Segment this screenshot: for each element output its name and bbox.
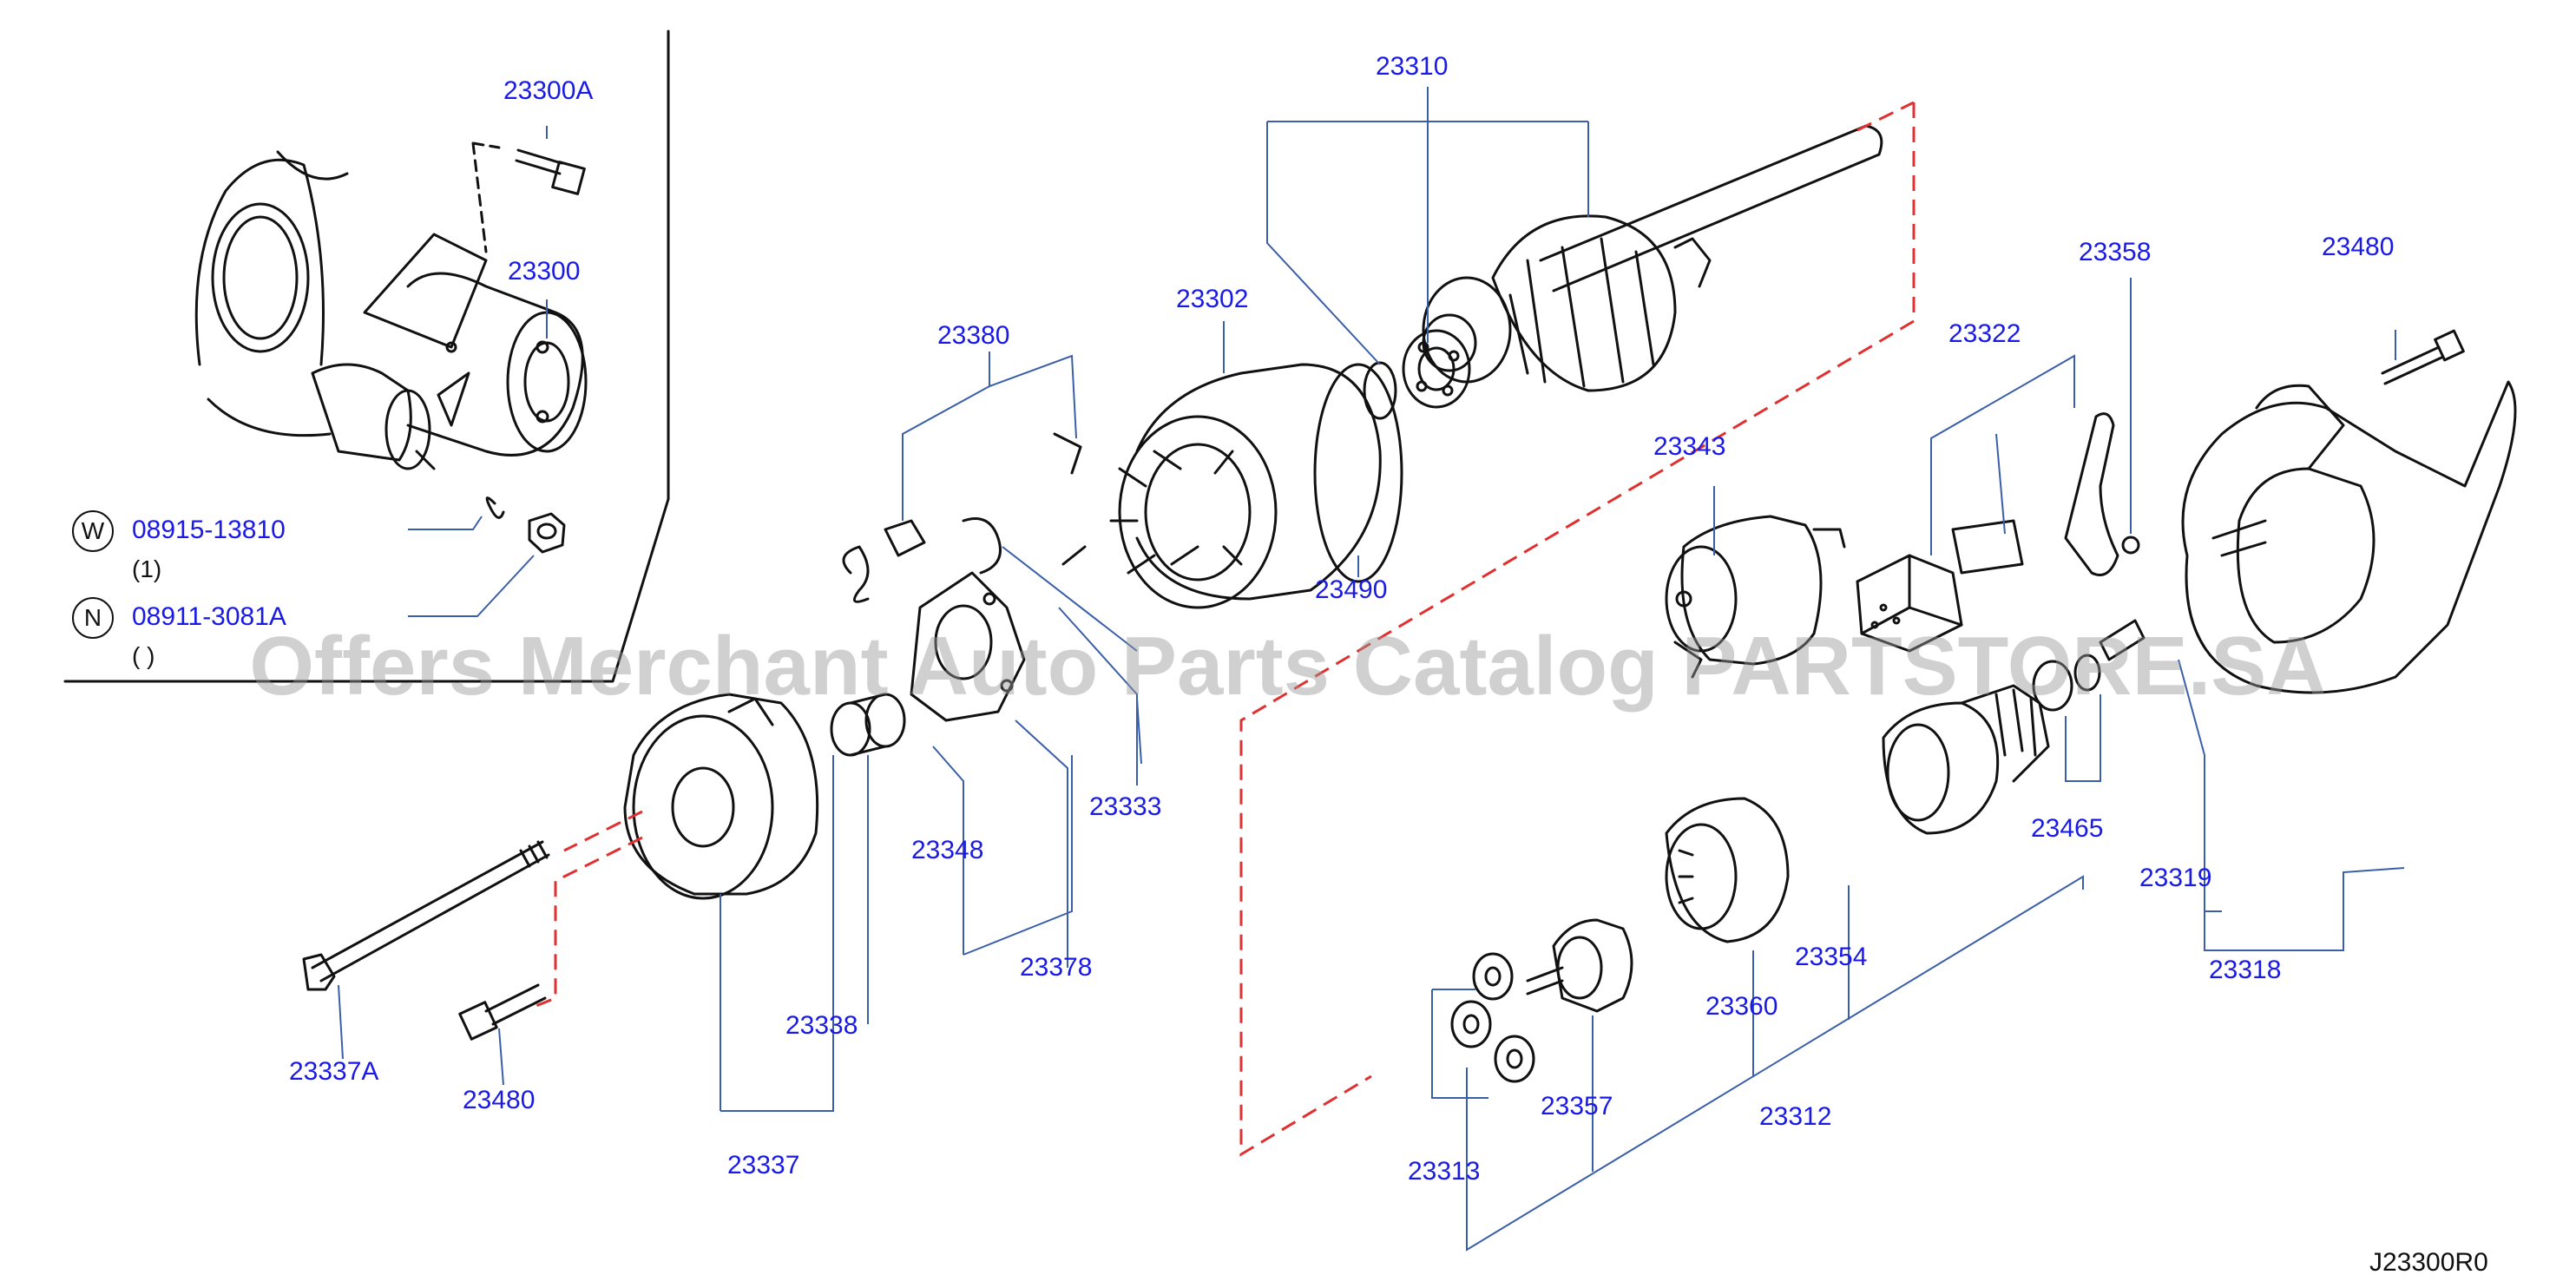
callout-23480-bottom[interactable]: 23480 [463,1086,536,1114]
rear-cover [623,693,819,900]
inset-bolt [515,148,586,195]
armature-seal [1363,361,1397,420]
nut-symbol: N [72,597,114,639]
callout-23313[interactable]: 23313 [1408,1157,1481,1186]
stop-ring [2032,660,2073,712]
assembly-dashed-lines [533,101,1916,1157]
nut-qty: ( ) [132,642,155,669]
callout-08911-3081A[interactable]: 08911-3081A [132,602,286,631]
snap-ring [2073,654,2101,692]
small-bolt [458,983,547,1041]
inset-engine-block [194,150,349,437]
callout-23490[interactable]: 23490 [1315,575,1388,604]
brush-leads [962,432,1087,575]
callout-23465[interactable]: 23465 [2031,814,2104,843]
callout-23312[interactable]: 23312 [1759,1102,1832,1131]
planetary-gears [1450,952,1535,1083]
callout-23318[interactable]: 23318 [2209,956,2282,984]
callout-23310[interactable]: 23310 [1376,52,1449,81]
callout-23343[interactable]: 23343 [1653,432,1726,461]
callout-23322[interactable]: 23322 [1948,319,2021,348]
pinion-clutch [1882,684,2050,835]
callout-23358[interactable]: 23358 [2079,238,2152,266]
lever-plate [1951,519,2024,575]
washer-symbol: W [72,510,114,552]
diagram-code: J23300R0 [2369,1248,2488,1277]
callout-23319[interactable]: 23319 [2139,864,2212,892]
brush-spring [842,545,870,603]
inset-washer [485,496,505,519]
callout-23378[interactable]: 23378 [1020,953,1093,982]
yoke-gasket [1313,363,1403,583]
gear-housing-bolt [2381,329,2465,385]
callout-23357[interactable]: 23357 [1541,1092,1613,1120]
packing-plate [2099,619,2146,661]
rear-bushing [830,693,906,757]
shaft-gear-carrier [1526,918,1633,1013]
callout-23338[interactable]: 23338 [785,1011,858,1040]
inset-bolt-dashed-leader [471,141,501,253]
callout-23337[interactable]: 23337 [727,1151,800,1180]
callout-23348[interactable]: 23348 [911,836,984,864]
washer-qty: (1) [132,555,162,582]
callout-23300[interactable]: 23300 [508,257,581,286]
callout-leader-lines [338,87,2405,1252]
magnetic-switch [1665,515,1846,679]
callout-08915-13810[interactable]: 08915-13810 [132,516,286,544]
callout-23480-top[interactable]: 23480 [2322,233,2395,261]
yoke-field-coil [1109,363,1382,609]
armature [1422,124,1883,392]
brush-block [884,519,926,557]
inset-nut [528,512,566,554]
shift-lever [2064,412,2119,576]
callout-23302[interactable]: 23302 [1176,285,1249,313]
internal-gear [1665,797,1790,943]
armature-bearing [1402,329,1471,409]
front-housing [2181,380,2517,694]
callout-23354[interactable]: 23354 [1795,943,1868,971]
steel-ball [2121,536,2140,555]
brush-holder [910,571,1026,722]
lever-holder-block [1856,554,1963,653]
callout-23300A[interactable]: 23300A [503,76,594,105]
callout-23380[interactable]: 23380 [937,321,1010,350]
through-bolt [302,840,550,991]
inset-frame [63,30,670,683]
callout-23360[interactable]: 23360 [1705,992,1778,1021]
callout-23337A[interactable]: 23337A [289,1057,379,1086]
callout-23333[interactable]: 23333 [1089,792,1162,821]
inset-starter-motor [311,233,588,470]
